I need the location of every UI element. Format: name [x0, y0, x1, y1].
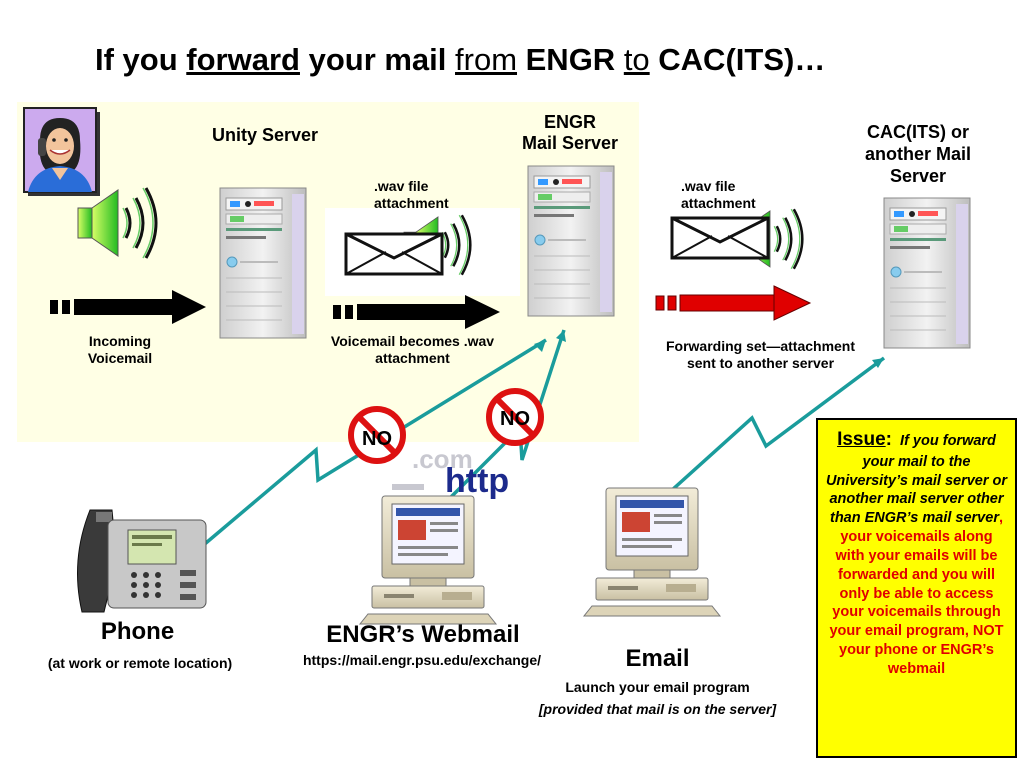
person-on-phone-icon	[23, 107, 100, 196]
envelope-icon	[670, 216, 770, 260]
forwarding-line: sent to another server	[686, 354, 835, 371]
desk-phone-icon	[77, 509, 207, 613]
wav-line: .wav file	[681, 178, 736, 194]
desktop-computer-icon	[359, 495, 497, 625]
speaker-icon	[76, 186, 158, 260]
arrow-right-icon	[655, 285, 812, 321]
server-tower-icon	[883, 197, 971, 349]
wav-line: .wav file	[374, 178, 429, 194]
email-subtitle: Launch your email program	[565, 679, 750, 695]
voicemail-becomes-label: Voicemail becomes .wav attachment	[305, 333, 520, 366]
cac-server-label: CAC(ITS) or another Mail Server	[838, 122, 998, 188]
email-note: [provided that mail is on the server]	[538, 701, 777, 717]
incoming-line: Voicemail	[87, 349, 153, 366]
issue-warning: , your voicemails along with your emails…	[829, 510, 1004, 677]
phone-subtitle: (at work or remote location)	[47, 655, 233, 671]
webmail-title: ENGR’s Webmail	[326, 621, 520, 648]
desktop-computer-icon	[583, 487, 721, 617]
no-badge-text: NO	[500, 408, 530, 430]
cac-label-line: another Mail	[864, 143, 971, 164]
forwarding-label: Forwarding set—attachment sent to anothe…	[638, 338, 883, 371]
email-title: Email	[625, 645, 690, 672]
arrow-right-icon	[50, 290, 206, 324]
becomes-line: attachment	[375, 349, 450, 366]
server-tower-icon	[527, 165, 615, 317]
wav-attachment-label: .wav file attachment	[681, 178, 801, 212]
engr-label-line: Mail Server	[521, 133, 619, 154]
incoming-voicemail-label: Incoming Voicemail	[55, 333, 185, 366]
phone-title: Phone	[100, 618, 175, 645]
engr-label-line: ENGR	[543, 112, 596, 132]
envelope-icon	[344, 232, 444, 276]
unity-server-label: Unity Server	[211, 125, 319, 145]
cac-label-line: Server	[889, 165, 947, 186]
issue-text: If you forward your mail to the Universi…	[825, 433, 1008, 527]
server-tower-icon	[219, 187, 307, 339]
no-badge-text: NO	[362, 428, 392, 450]
issue-heading: Issue	[837, 429, 886, 450]
cac-label-line: CAC(ITS) or	[867, 122, 969, 142]
wav-attachment-label: .wav file attachment	[374, 178, 494, 212]
webmail-url: https://mail.engr.psu.edu/exchange/	[302, 652, 542, 668]
issue-callout: Issue: If you forward your mail to the U…	[816, 418, 1017, 758]
issue-colon: :	[885, 429, 892, 450]
no-sign-icon: NO	[348, 406, 406, 464]
wav-line: attachment	[374, 194, 449, 211]
engr-server-label: ENGR Mail Server	[495, 112, 645, 154]
wav-line: attachment	[681, 194, 756, 211]
incoming-line: Incoming	[88, 333, 152, 349]
forwarding-line: Forwarding set—attachment	[665, 338, 856, 354]
no-sign-icon: NO	[486, 388, 544, 446]
com-decor: .com	[412, 444, 473, 474]
http-decor: http	[445, 462, 509, 500]
page-title: If you forward your mail from ENGR to CA…	[95, 42, 826, 77]
arrow-right-icon	[333, 295, 500, 329]
becomes-line: Voicemail becomes .wav	[330, 333, 495, 349]
